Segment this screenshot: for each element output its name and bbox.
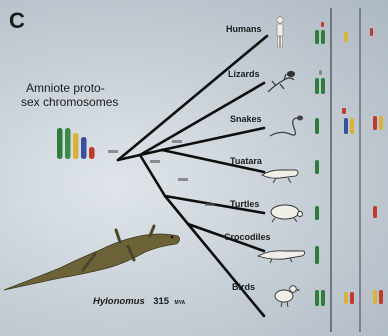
fossil-genus: Hylonomus: [93, 296, 145, 307]
karyotype-column-turtles: [315, 206, 377, 220]
taxon-label-lizards: Lizards: [228, 69, 260, 79]
human-icon: [277, 17, 283, 47]
taxon-label-crocodiles: Crocodiles: [224, 232, 271, 242]
karyotype-column-tuatara: [315, 160, 319, 174]
taxon-label-birds: Birds: [232, 282, 255, 292]
taxon-label-humans: Humans: [226, 24, 262, 34]
taxon-label-snakes: Snakes: [230, 114, 262, 124]
karyotype-column-birds: [315, 290, 383, 306]
hylonomus-lizard-icon: [4, 226, 180, 290]
snake-icon: [270, 116, 303, 136]
panel-label: C: [9, 8, 25, 33]
crocodile-icon: [258, 251, 305, 263]
karyotype-column-snakes: [315, 108, 383, 134]
karyotype-column-lizards: [315, 70, 325, 94]
karyotype-column-crocodiles: [315, 246, 319, 264]
branch-humans: [118, 36, 267, 160]
tuatara-icon: [262, 170, 298, 183]
branch-snakes: [162, 128, 264, 150]
turtle-icon: [271, 205, 303, 222]
bird-icon: [275, 286, 299, 307]
fossil-age-unit: MYA: [175, 300, 186, 306]
ancestor-caption-line1: Amniote proto-: [26, 81, 105, 95]
column-dividers: [331, 8, 360, 332]
taxon-label-turtles: Turtles: [230, 199, 259, 209]
fossil-caption: Hylonomus 315 MYA: [93, 291, 186, 308]
lizard-icon: [268, 72, 295, 93]
fossil-age: 315: [153, 296, 170, 307]
karyotype-column-humans: [315, 22, 373, 44]
taxon-label-tuatara: Tuatara: [230, 156, 263, 166]
proto-sex-chromosomes-icon: [57, 128, 95, 159]
ancestor-caption-line2: sex chromosomes: [21, 95, 118, 109]
